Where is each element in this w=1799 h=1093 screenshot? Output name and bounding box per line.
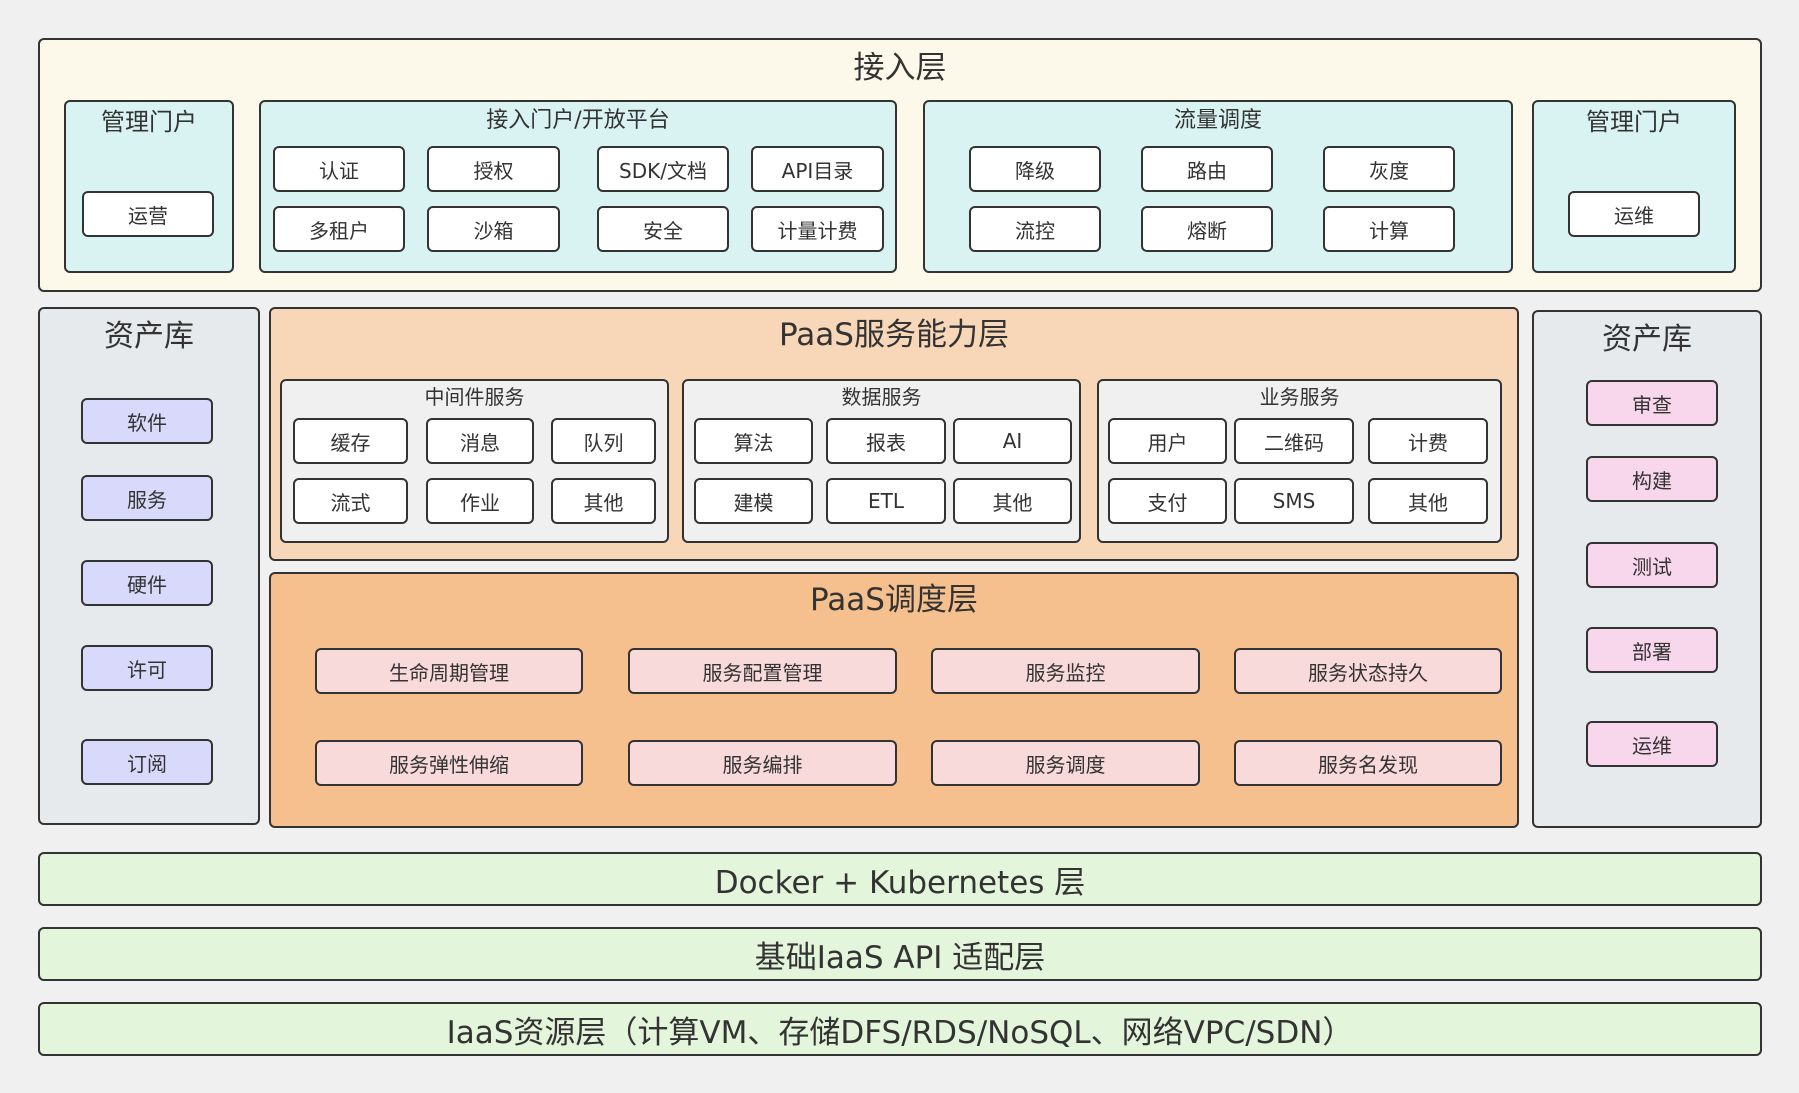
mgmt-portal-right: 管理门户 bbox=[1532, 100, 1736, 273]
docker-kubernetes-layer: Docker + Kubernetes 层 bbox=[38, 852, 1762, 906]
build-chip[interactable]: 构建 bbox=[1586, 456, 1718, 502]
auth-chip[interactable]: 认证 bbox=[273, 146, 405, 192]
message-chip[interactable]: 消息 bbox=[426, 418, 534, 464]
asset-library-right-title: 资产库 bbox=[1602, 322, 1692, 357]
business-other-chip[interactable]: 其他 bbox=[1368, 478, 1488, 524]
queue-chip[interactable]: 队列 bbox=[551, 418, 656, 464]
paas-schedule-layer-title: PaaS调度层 bbox=[810, 582, 978, 618]
data-other-chip[interactable]: 其他 bbox=[953, 478, 1072, 524]
service-chip[interactable]: 服务 bbox=[81, 475, 213, 521]
data-service-title: 数据服务 bbox=[841, 385, 922, 409]
open-platform-title: 接入门户/开放平台 bbox=[486, 108, 670, 133]
service-orchestration-chip[interactable]: 服务编排 bbox=[628, 740, 897, 786]
traffic-scheduling-title: 流量调度 bbox=[1173, 108, 1262, 133]
authorize-chip[interactable]: 授权 bbox=[427, 146, 560, 192]
lifecycle-mgmt-chip[interactable]: 生命周期管理 bbox=[315, 648, 583, 694]
circuit-breaker-chip[interactable]: 熔断 bbox=[1141, 206, 1273, 252]
license-chip[interactable]: 许可 bbox=[81, 645, 213, 691]
etl-chip[interactable]: ETL bbox=[826, 478, 946, 524]
cache-chip[interactable]: 缓存 bbox=[293, 418, 408, 464]
service-autoscale-chip[interactable]: 服务弹性伸缩 bbox=[315, 740, 583, 786]
algorithm-chip[interactable]: 算法 bbox=[694, 418, 813, 464]
review-chip[interactable]: 审查 bbox=[1586, 380, 1718, 426]
ai-chip[interactable]: AI bbox=[953, 418, 1072, 464]
payment-chip[interactable]: 支付 bbox=[1108, 478, 1227, 524]
operations-chip[interactable]: 运维 bbox=[1586, 721, 1718, 767]
iaas-api-adapter-layer: 基础IaaS API 适配层 bbox=[38, 927, 1762, 981]
billing-chip[interactable]: 计费 bbox=[1368, 418, 1488, 464]
user-chip[interactable]: 用户 bbox=[1108, 418, 1227, 464]
service-discovery-chip[interactable]: 服务名发现 bbox=[1234, 740, 1502, 786]
subscription-chip[interactable]: 订阅 bbox=[81, 739, 213, 785]
hardware-chip[interactable]: 硬件 bbox=[81, 560, 213, 606]
routing-chip[interactable]: 路由 bbox=[1141, 146, 1273, 192]
metering-billing-chip[interactable]: 计量计费 bbox=[751, 206, 884, 252]
paas-schedule-layer: PaaS调度层 bbox=[269, 572, 1519, 828]
software-chip[interactable]: 软件 bbox=[81, 398, 213, 444]
business-service-title: 业务服务 bbox=[1259, 385, 1340, 409]
compute-chip[interactable]: 计算 bbox=[1323, 206, 1455, 252]
rate-limit-chip[interactable]: 流控 bbox=[969, 206, 1101, 252]
canary-chip[interactable]: 灰度 bbox=[1323, 146, 1455, 192]
report-chip[interactable]: 报表 bbox=[826, 418, 946, 464]
test-chip[interactable]: 测试 bbox=[1586, 542, 1718, 588]
modeling-chip[interactable]: 建模 bbox=[694, 478, 813, 524]
asset-library-left-title: 资产库 bbox=[104, 319, 194, 354]
sdk-docs-chip[interactable]: SDK/文档 bbox=[597, 146, 729, 192]
service-monitor-chip[interactable]: 服务监控 bbox=[931, 648, 1200, 694]
qrcode-chip[interactable]: 二维码 bbox=[1234, 418, 1354, 464]
api-catalog-chip[interactable]: API目录 bbox=[751, 146, 884, 192]
paas-service-layer-title: PaaS服务能力层 bbox=[779, 317, 1009, 353]
stream-chip[interactable]: 流式 bbox=[293, 478, 408, 524]
mgmt-portal-left-title: 管理门户 bbox=[101, 108, 197, 136]
middleware-title: 中间件服务 bbox=[424, 385, 525, 409]
security-chip[interactable]: 安全 bbox=[597, 206, 729, 252]
sms-chip[interactable]: SMS bbox=[1234, 478, 1354, 524]
degrade-chip[interactable]: 降级 bbox=[969, 146, 1101, 192]
mgmt-portal-right-title: 管理门户 bbox=[1586, 108, 1682, 136]
sandbox-chip[interactable]: 沙箱 bbox=[427, 206, 560, 252]
maintenance-chip[interactable]: 运维 bbox=[1568, 191, 1700, 237]
ops-chip[interactable]: 运营 bbox=[82, 191, 214, 237]
service-state-persist-chip[interactable]: 服务状态持久 bbox=[1234, 648, 1502, 694]
service-scheduling-chip[interactable]: 服务调度 bbox=[931, 740, 1200, 786]
middleware-other-chip[interactable]: 其他 bbox=[551, 478, 656, 524]
mgmt-portal-left: 管理门户 bbox=[64, 100, 234, 273]
access-layer-title: 接入层 bbox=[853, 50, 947, 86]
service-config-chip[interactable]: 服务配置管理 bbox=[628, 648, 897, 694]
iaas-resource-layer: IaaS资源层（计算VM、存储DFS/RDS/NoSQL、网络VPC/SDN） bbox=[38, 1002, 1762, 1056]
job-chip[interactable]: 作业 bbox=[426, 478, 534, 524]
deploy-chip[interactable]: 部署 bbox=[1586, 627, 1718, 673]
multi-tenant-chip[interactable]: 多租户 bbox=[273, 206, 405, 252]
